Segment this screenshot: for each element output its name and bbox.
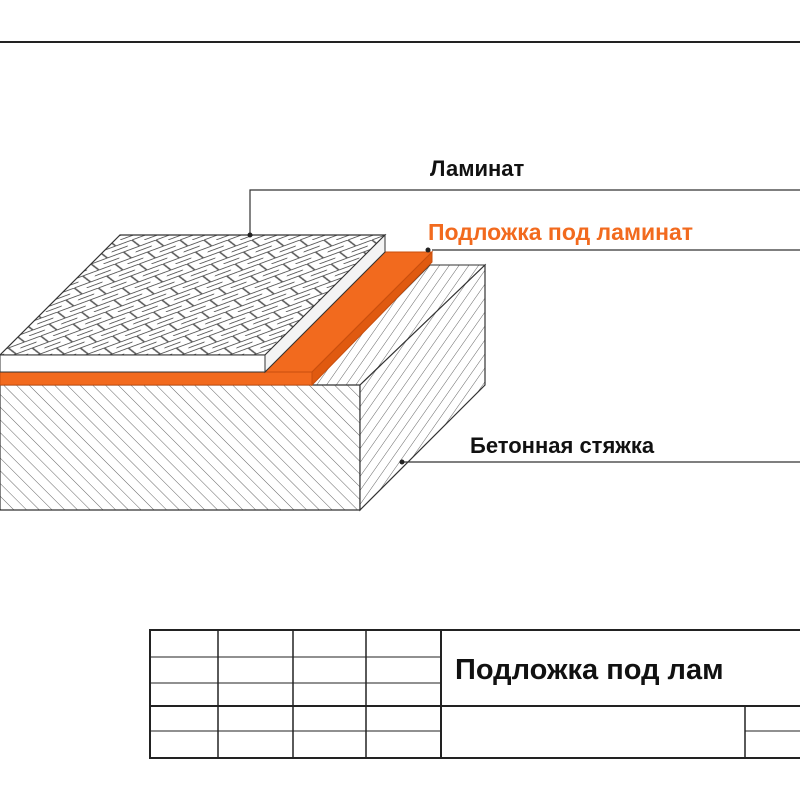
label-screed: Бетонная стяжка xyxy=(470,433,655,458)
laminate-front-edge xyxy=(0,354,266,373)
title-block-title: Подложка под лам xyxy=(455,654,724,686)
underlay-front-strip xyxy=(0,371,313,386)
laminate-leader-line xyxy=(249,189,800,235)
title-block xyxy=(149,629,800,759)
screed-side-face xyxy=(359,263,486,512)
label-underlay: Подложка под ламинат xyxy=(428,219,693,245)
laminate-side-edge xyxy=(264,233,386,374)
screed-front-face xyxy=(0,384,361,511)
underlay-side-strip xyxy=(311,250,433,387)
label-laminate: Ламинат xyxy=(430,156,525,181)
underlay-leader-dot xyxy=(425,247,431,253)
screed-leader-dot xyxy=(399,459,405,465)
laminate-leader-dot xyxy=(247,232,253,238)
